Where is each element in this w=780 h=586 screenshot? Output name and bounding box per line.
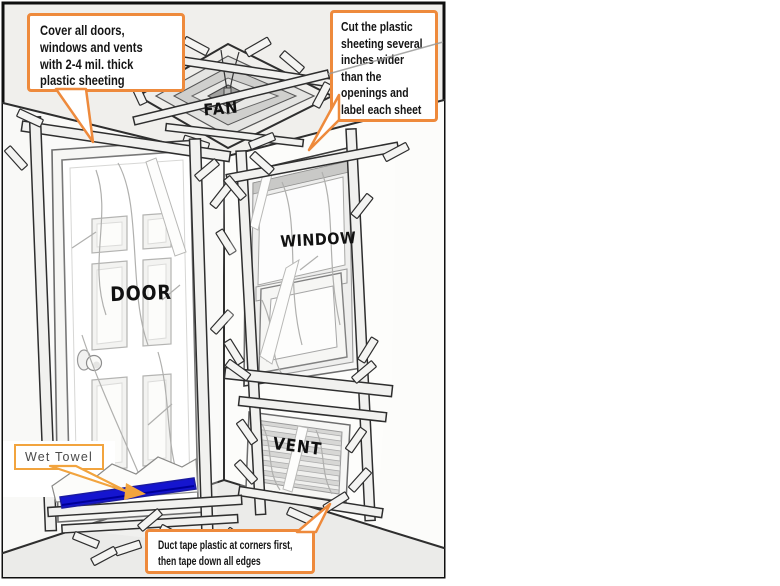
- vent-plastic-sheet: [240, 404, 384, 516]
- door-label: DOOR: [109, 279, 173, 307]
- vent-covered: [240, 404, 384, 516]
- ceiling-fan-covered: [128, 35, 340, 152]
- floor-seal-boards: [46, 494, 252, 567]
- window-covered: [226, 144, 396, 394]
- window-upper-sash: [257, 176, 346, 286]
- callout-duct-text: Duct tape plastic at corners first, then…: [158, 538, 293, 568]
- callout-cut-instructions: Cut the plastic sheeting several inches …: [330, 10, 438, 122]
- wet-towel-label: Wet Towel: [14, 444, 104, 470]
- window-vent-boards: [222, 127, 410, 526]
- fan-label: FAN: [202, 97, 240, 120]
- callout-cut-text: Cut the plastic sheeting several inches …: [341, 19, 423, 117]
- window-label: WINDOW: [279, 228, 357, 251]
- callout-cover-text: Cover all doors, windows and vents with …: [40, 22, 143, 89]
- callout-cover-instructions: Cover all doors, windows and vents with …: [27, 13, 185, 92]
- callout-duct-tape-instructions: Duct tape plastic at corners first, then…: [145, 529, 315, 574]
